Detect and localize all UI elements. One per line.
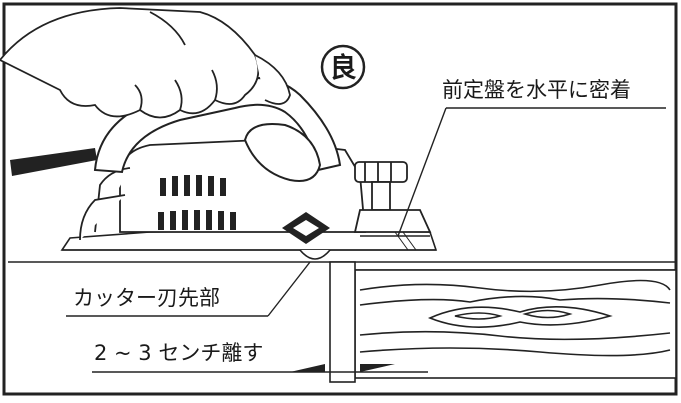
callout-base-plate-text: 前定盤を水平に密着: [442, 78, 631, 102]
hand: [0, 7, 291, 119]
vent-slots: [158, 175, 236, 230]
power-cord: [10, 148, 97, 176]
board-end: [329, 261, 356, 383]
diamond-logo: [282, 212, 330, 244]
depth-knob: [353, 161, 432, 233]
callout-distance: 2 ~ 3 センチ離す: [92, 341, 428, 373]
callout-distance-text: 2 ~ 3 センチ離す: [94, 341, 263, 365]
good-badge: 良: [320, 44, 366, 90]
wood-board: [8, 261, 677, 379]
cutter-blade: [299, 249, 331, 260]
planer-base: [60, 229, 438, 251]
callout-base-plate: 前定盤を水平に密着: [397, 78, 666, 237]
callout-blade-tip-text: カッター刃先部: [73, 286, 220, 310]
callout-blade-tip: カッター刃先部: [66, 261, 311, 317]
frame-border: [2, 2, 678, 396]
good-badge-text: 良: [330, 52, 357, 84]
